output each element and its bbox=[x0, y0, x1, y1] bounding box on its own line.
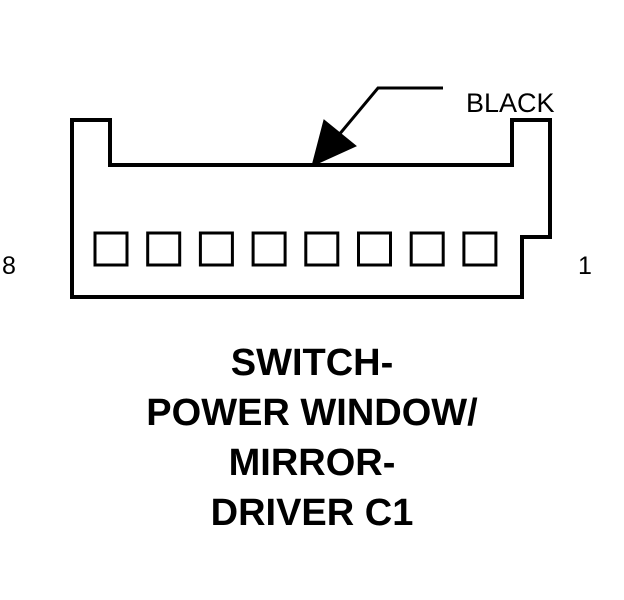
pin-cavity bbox=[251, 231, 287, 267]
leader-arrowhead bbox=[311, 119, 357, 167]
pin-cavity bbox=[146, 231, 182, 267]
pin-number-right: 1 bbox=[578, 252, 592, 280]
connector-caption: SWITCH- POWER WINDOW/ MIRROR- DRIVER C1 bbox=[0, 338, 624, 538]
pin-cavity bbox=[409, 231, 445, 267]
pin-cavity bbox=[198, 231, 234, 267]
caption-line: MIRROR- bbox=[228, 442, 396, 484]
caption-line: POWER WINDOW/ bbox=[146, 392, 478, 434]
pin-number-left: 8 bbox=[2, 252, 16, 280]
pin-cavity bbox=[462, 231, 498, 267]
pin-cavities bbox=[93, 231, 498, 267]
caption-line: SWITCH- bbox=[230, 342, 394, 384]
caption-line: DRIVER C1 bbox=[210, 492, 414, 534]
connector-housing bbox=[70, 118, 552, 299]
pin-cavity bbox=[93, 231, 129, 267]
pin-cavity bbox=[357, 231, 392, 267]
connector-color-label: BLACK bbox=[466, 88, 555, 118]
leader-line bbox=[336, 86, 443, 137]
pin-cavity bbox=[304, 231, 340, 267]
